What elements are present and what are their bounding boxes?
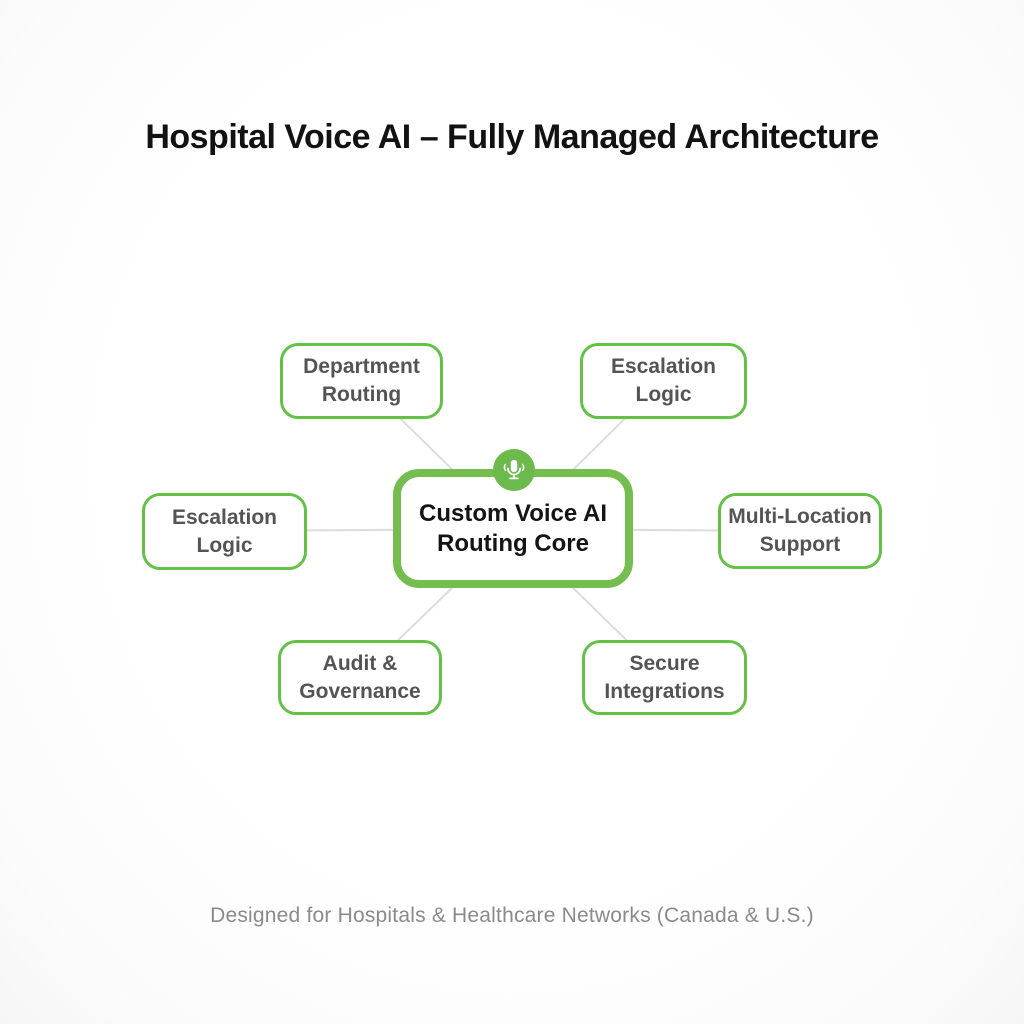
microphone-badge (493, 449, 535, 491)
node-department-routing: Department Routing (280, 343, 443, 419)
footer-caption: Designed for Hospitals & Healthcare Netw… (210, 904, 814, 927)
node-escalation-logic-top: Escalation Logic (580, 343, 747, 419)
node-label: Governance (299, 679, 421, 703)
central-node-label: Custom Voice AI (418, 500, 608, 528)
node-label: Audit & (322, 651, 398, 675)
node-label: Multi-Location (728, 505, 872, 529)
node-escalation-logic-left: Escalation Logic (142, 493, 307, 570)
node-label: Logic (635, 383, 692, 406)
node-label: Department (303, 355, 420, 379)
node-audit-governance: Audit & Governance (278, 640, 442, 715)
node-label: Logic (196, 533, 253, 557)
node-label: Secure (629, 651, 700, 675)
node-label: Routing (321, 383, 402, 406)
microphone-icon (503, 459, 525, 480)
node-label: Escalation (610, 355, 717, 379)
central-node-label: Routing Core (437, 529, 589, 557)
page-title: Hospital Voice AI – Fully Managed Archit… (145, 118, 879, 156)
node-label: Support (759, 533, 841, 556)
node-secure-integrations: Secure Integrations (582, 640, 747, 715)
node-label: Integrations (604, 679, 725, 703)
node-multi-location-support: Multi-Location Support (718, 493, 882, 569)
node-label: Escalation (171, 505, 278, 529)
